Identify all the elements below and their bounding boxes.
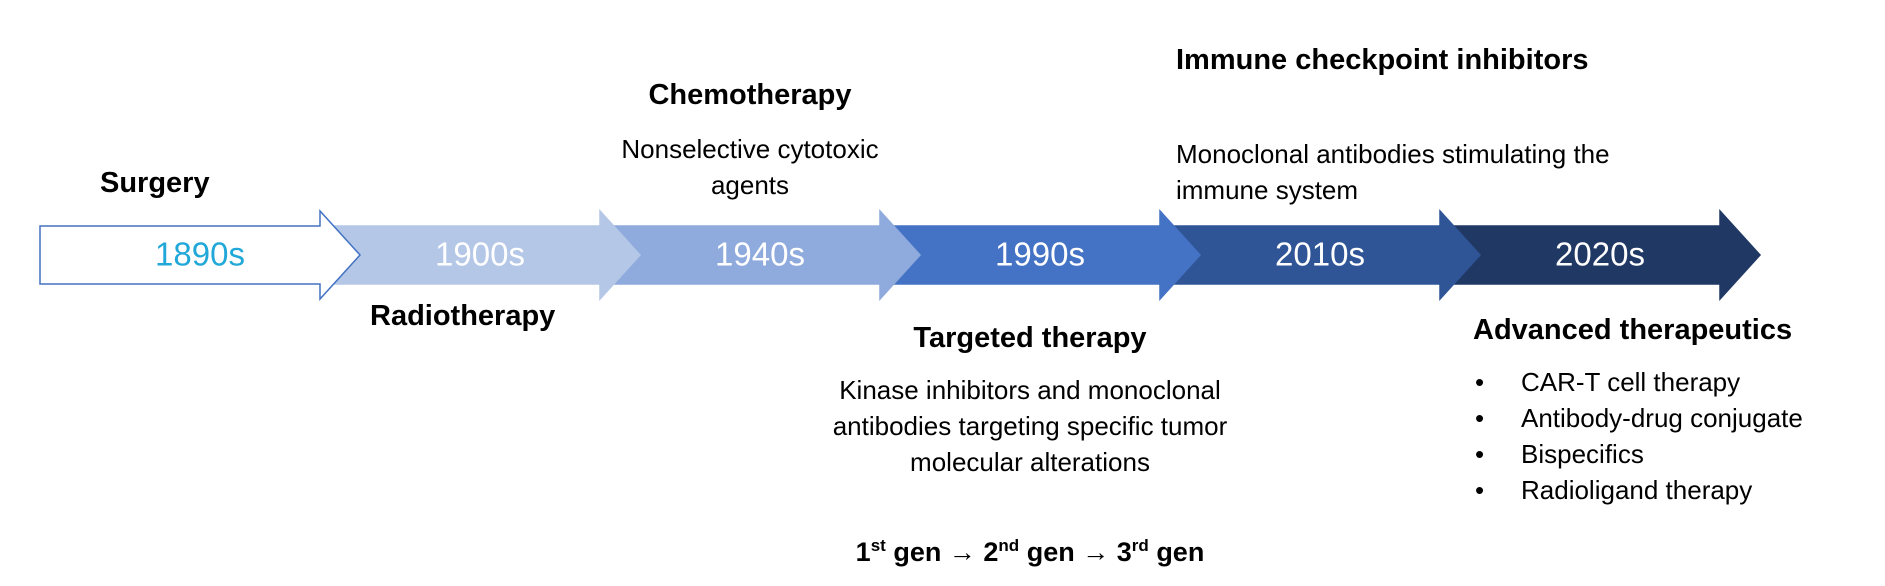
arrow-right-icon: →	[1082, 537, 1110, 567]
era-year-label: 2010s	[1275, 236, 1365, 273]
era-arrow-1900s	[319, 209, 642, 301]
surgery-label: Surgery	[100, 167, 210, 199]
chemotherapy-description: Nonselective cytotoxic agents	[621, 134, 879, 200]
era-arrow-1940s	[599, 209, 922, 301]
targeted-therapy-label: Targeted therapy	[913, 322, 1147, 354]
era-arrow-2020s	[1439, 209, 1762, 301]
era-year-label: 1940s	[715, 236, 805, 273]
era-year-label: 2020s	[1555, 236, 1645, 273]
list-item: CAR-T cell therapy	[1473, 364, 1885, 400]
era-year-label: 1900s	[435, 236, 525, 273]
immune-checkpoint-label: Immune checkpoint inhibitors	[1176, 44, 1589, 76]
era-arrow-1890s	[39, 209, 362, 301]
list-item: Antibody-drug conjugate	[1473, 400, 1885, 436]
generation-2: 2nd gen	[983, 536, 1075, 567]
targeted-therapy-description: Kinase inhibitors and monoclonal antibod…	[832, 375, 1228, 477]
radiotherapy-label: Radiotherapy	[370, 300, 556, 332]
list-item: Radioligand therapy	[1473, 472, 1885, 508]
generation-3: 3rd gen	[1116, 536, 1205, 567]
era-arrow-1990s	[879, 209, 1202, 301]
generations-line: 1st gen → 2nd gen → 3rd gen	[800, 528, 1260, 570]
immune-checkpoint-description: Monoclonal antibodies stimulating the im…	[1176, 139, 1610, 205]
era-year-label: 1890s	[155, 236, 245, 273]
chemotherapy-label: Chemotherapy	[648, 79, 852, 111]
era-year-label: 1990s	[995, 236, 1085, 273]
advanced-therapeutics-list: CAR-T cell therapy Antibody-drug conjuga…	[1473, 364, 1885, 508]
advanced-therapeutics-label: Advanced therapeutics	[1473, 314, 1793, 346]
arrow-right-icon: →	[948, 537, 976, 567]
era-arrow-2010s	[1159, 209, 1482, 301]
list-item: Bispecifics	[1473, 436, 1885, 472]
generation-1: 1st gen	[855, 536, 942, 567]
